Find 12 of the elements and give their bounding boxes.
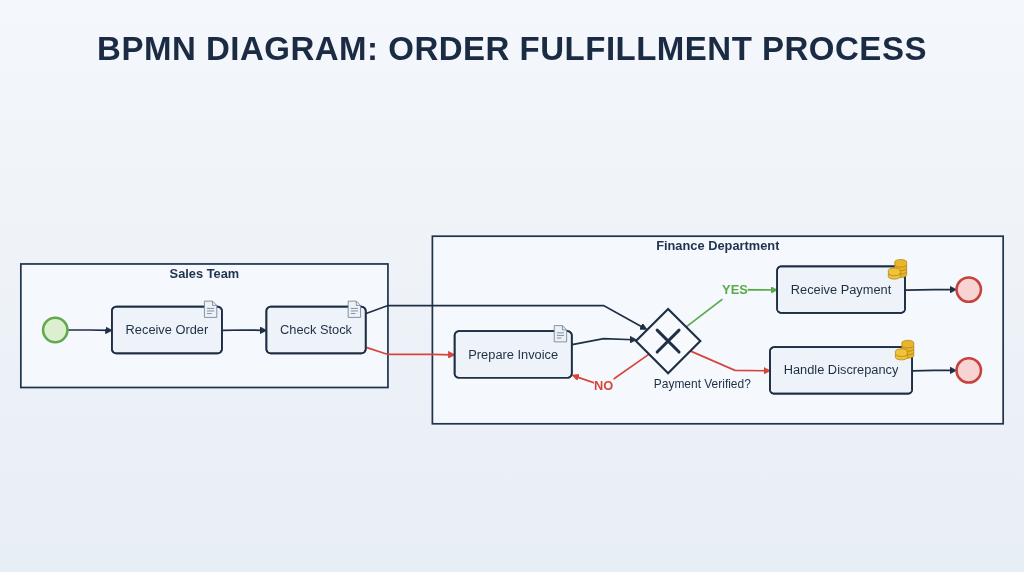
node-circle bbox=[955, 356, 983, 384]
arrow bbox=[571, 335, 638, 346]
node-circle bbox=[41, 316, 69, 344]
edge-label: NO bbox=[594, 378, 614, 393]
arrow bbox=[365, 304, 648, 330]
gateway-caption: Payment Verified? bbox=[653, 376, 751, 391]
node-circle bbox=[955, 276, 983, 304]
node-diamond bbox=[634, 307, 702, 375]
diagram-title: BPMN DIAGRAM: ORDER FULFILLMENT PROCESS bbox=[96, 30, 928, 68]
arrow bbox=[904, 285, 957, 294]
arrow bbox=[689, 350, 771, 375]
edge-label: YES bbox=[722, 281, 748, 297]
